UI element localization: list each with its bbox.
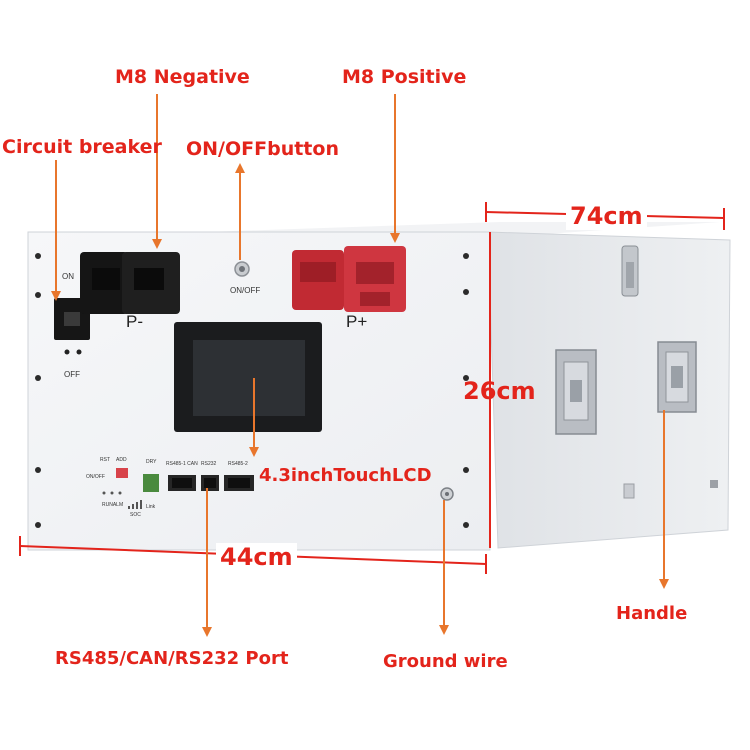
label-off: OFF bbox=[64, 370, 80, 379]
label-soc: SOC bbox=[130, 512, 141, 518]
callout-port: RS485/CAN/RS232 Port bbox=[55, 648, 289, 669]
positive-terminal[interactable] bbox=[292, 246, 406, 312]
label-rs485-1-can: RS485-1 CAN bbox=[166, 461, 198, 467]
label-onoff: ON/OFF bbox=[230, 286, 261, 295]
dry-contact-terminal[interactable] bbox=[143, 474, 159, 492]
label-p-plus: P+ bbox=[346, 312, 368, 331]
side-handle-left[interactable] bbox=[555, 349, 597, 435]
label-on: ON bbox=[62, 272, 74, 281]
status-leds bbox=[102, 491, 142, 509]
side-handle-right[interactable] bbox=[657, 341, 697, 413]
ground-wire-screw[interactable] bbox=[440, 487, 454, 501]
callout-circuit-breaker: Circuit breaker bbox=[2, 136, 162, 158]
side-vent bbox=[623, 483, 635, 499]
callout-arrows bbox=[51, 94, 669, 637]
label-runalm: RUNALM bbox=[102, 502, 124, 508]
callout-handle: Handle bbox=[616, 603, 688, 624]
label-link: Link bbox=[146, 504, 156, 510]
label-rs232: RS232 bbox=[201, 461, 217, 467]
label-rs485-2: RS485-2 bbox=[228, 461, 248, 467]
callout-m8-negative: M8 Negative bbox=[115, 66, 250, 88]
mounting-holes bbox=[35, 253, 469, 528]
callout-m8-positive: M8 Positive bbox=[342, 66, 467, 88]
callout-touch-lcd: 4.3inchTouchLCD bbox=[259, 465, 432, 486]
dimension-width-label: 44cm bbox=[216, 543, 297, 571]
chassis-side bbox=[487, 231, 731, 549]
communication-ports[interactable] bbox=[168, 475, 254, 491]
dimension-depth-label: 74cm bbox=[566, 202, 647, 230]
dimension-height-label: 26cm bbox=[463, 377, 536, 405]
label-onoff-small: ON/OFF bbox=[86, 474, 105, 480]
negative-terminal[interactable] bbox=[80, 252, 180, 314]
on-off-button[interactable] bbox=[234, 261, 250, 277]
label-rst: RST bbox=[100, 457, 110, 463]
label-add: ADD bbox=[116, 457, 127, 463]
side-latch[interactable] bbox=[621, 245, 639, 297]
touch-lcd-screen[interactable] bbox=[174, 322, 322, 432]
label-dry: DRY bbox=[146, 459, 157, 465]
dip-switch[interactable] bbox=[116, 468, 128, 478]
callout-ground-wire: Ground wire bbox=[383, 651, 508, 672]
foot-right bbox=[710, 480, 718, 488]
label-p-minus: P- bbox=[126, 312, 143, 331]
callout-on-off-button: ON/OFFbutton bbox=[186, 138, 339, 160]
